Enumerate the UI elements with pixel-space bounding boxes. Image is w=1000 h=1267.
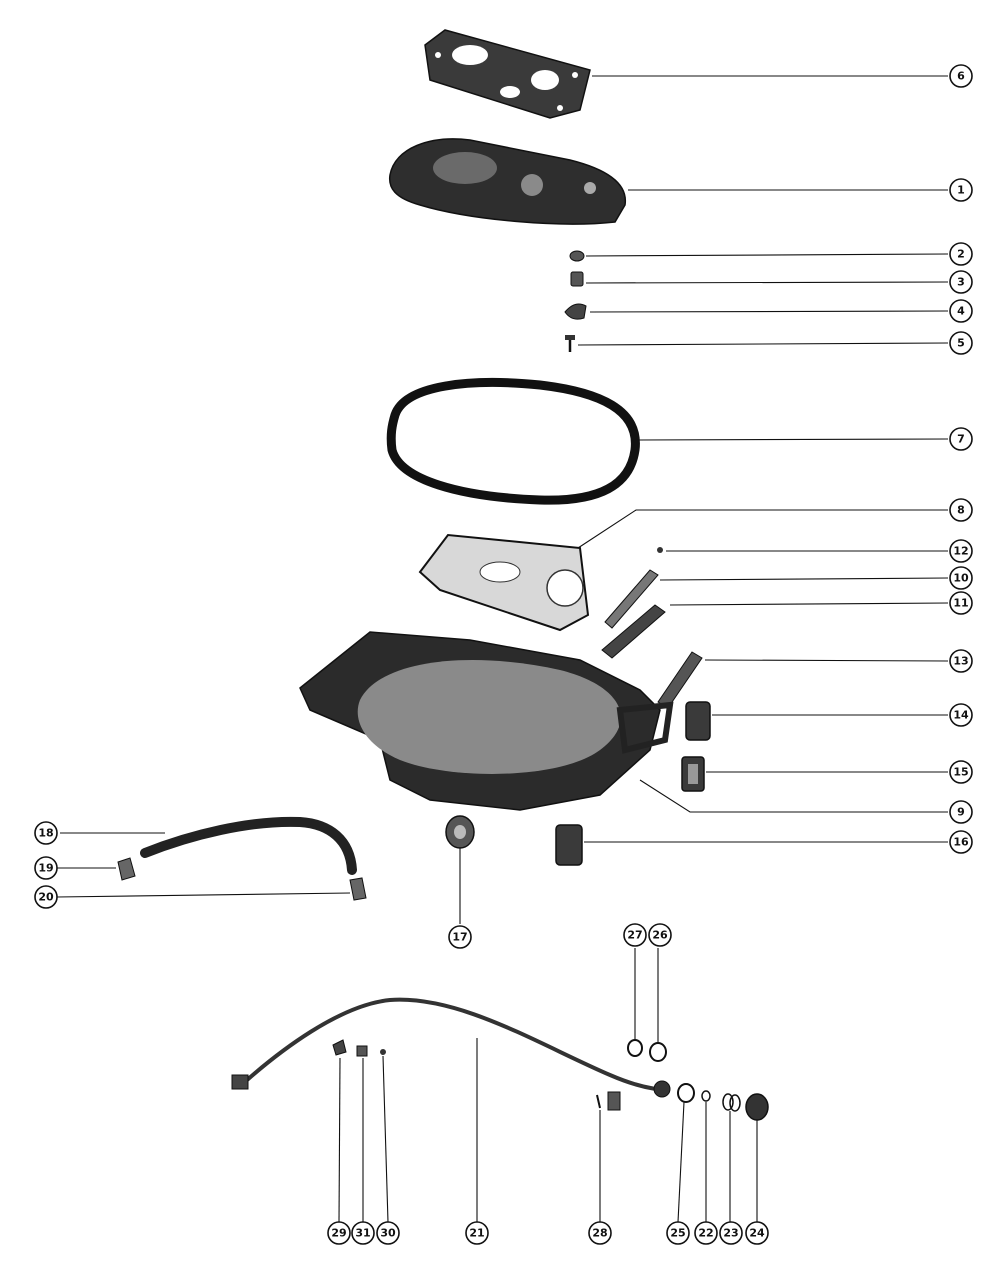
callout-13: 13 [949, 649, 973, 673]
svg-text:4: 4 [957, 305, 965, 318]
part-16-grommet [555, 824, 583, 866]
part-30-screw [380, 1049, 386, 1055]
callout-17: 17 [448, 925, 472, 949]
callout-11: 11 [949, 591, 973, 615]
callout-21: 21 [465, 1221, 489, 1245]
svg-text:29: 29 [331, 1227, 346, 1240]
svg-text:18: 18 [38, 827, 53, 840]
part-31-clip [356, 1045, 368, 1057]
part-27-ring [627, 1039, 643, 1057]
callout-20: 20 [34, 885, 58, 909]
callout-3: 3 [949, 270, 973, 294]
callout-5: 5 [949, 331, 973, 355]
callout-26: 26 [648, 923, 672, 947]
part-5-screw [565, 335, 575, 352]
callout-1: 1 [949, 178, 973, 202]
callout-19: 19 [34, 856, 58, 880]
callout-4: 4 [949, 299, 973, 323]
svg-text:19: 19 [38, 862, 53, 875]
part-28-screw [596, 1094, 601, 1109]
part-11-strip [601, 604, 666, 659]
part-22-washer [701, 1090, 711, 1102]
callout-31: 31 [351, 1221, 375, 1245]
callout-12: 12 [949, 539, 973, 563]
part-7-seal-ring [386, 378, 640, 505]
part-29-clip [332, 1039, 347, 1056]
part-17-seal [445, 815, 475, 849]
part-9-lower-housing [299, 631, 674, 811]
svg-text:8: 8 [957, 504, 965, 517]
svg-text:12: 12 [953, 545, 968, 558]
svg-text:26: 26 [652, 929, 668, 942]
part-21-cable [231, 997, 671, 1111]
callout-22: 22 [694, 1221, 718, 1245]
svg-text:6: 6 [957, 70, 965, 83]
svg-text:3: 3 [957, 276, 965, 289]
part-12-screw [657, 547, 663, 553]
callout-8: 8 [949, 498, 973, 522]
svg-text:2: 2 [957, 248, 965, 261]
svg-text:24: 24 [749, 1227, 765, 1240]
part-20-fitting [349, 877, 367, 901]
part-4-clamp [564, 303, 587, 320]
svg-text:11: 11 [953, 597, 968, 610]
svg-text:1: 1 [957, 184, 965, 197]
part-6-gasket-plate [424, 29, 591, 119]
callout-6: 6 [949, 64, 973, 88]
part-19-fitting [117, 857, 136, 881]
svg-text:22: 22 [698, 1227, 713, 1240]
svg-text:23: 23 [723, 1227, 738, 1240]
part-14-grommet [685, 701, 711, 741]
callout-9: 9 [949, 800, 973, 824]
part-18-hose [140, 816, 357, 875]
svg-text:31: 31 [355, 1227, 370, 1240]
svg-text:30: 30 [380, 1227, 396, 1240]
part-10-strip [604, 569, 659, 629]
callout-30: 30 [376, 1221, 400, 1245]
svg-text:10: 10 [953, 572, 969, 585]
svg-text:9: 9 [957, 806, 965, 819]
part-25-ring [677, 1083, 695, 1103]
callout-18: 18 [34, 821, 58, 845]
svg-text:17: 17 [452, 931, 467, 944]
callout-2: 2 [949, 242, 973, 266]
part-23-spring [722, 1093, 741, 1112]
callout-15: 15 [949, 760, 973, 784]
part-2-nut [569, 250, 585, 262]
part-8-gasket [418, 533, 590, 632]
callout-24: 24 [745, 1221, 769, 1245]
svg-text:7: 7 [957, 433, 965, 446]
callout-10: 10 [949, 566, 973, 590]
callout-7: 7 [949, 427, 973, 451]
svg-text:20: 20 [38, 891, 54, 904]
svg-text:28: 28 [592, 1227, 607, 1240]
callout-28: 28 [588, 1221, 612, 1245]
part-3-bushing [570, 271, 584, 287]
callout-23: 23 [719, 1221, 743, 1245]
part-26-ring [649, 1042, 667, 1062]
callout-25: 25 [666, 1221, 690, 1245]
callout-27: 27 [623, 923, 647, 947]
part-24-cap [745, 1093, 769, 1121]
svg-text:25: 25 [670, 1227, 685, 1240]
svg-text:27: 27 [627, 929, 642, 942]
callout-14: 14 [949, 703, 973, 727]
svg-text:15: 15 [953, 766, 968, 779]
svg-text:21: 21 [469, 1227, 484, 1240]
svg-text:16: 16 [953, 836, 969, 849]
callout-29: 29 [327, 1221, 351, 1245]
leader-lines [56, 75, 949, 1223]
part-1-cover [388, 138, 627, 225]
svg-text:5: 5 [957, 337, 965, 350]
part-15-grommet [681, 756, 705, 792]
part-13-channel [657, 651, 703, 709]
svg-text:13: 13 [953, 655, 968, 668]
svg-text:14: 14 [953, 709, 969, 722]
callout-16: 16 [949, 830, 973, 854]
